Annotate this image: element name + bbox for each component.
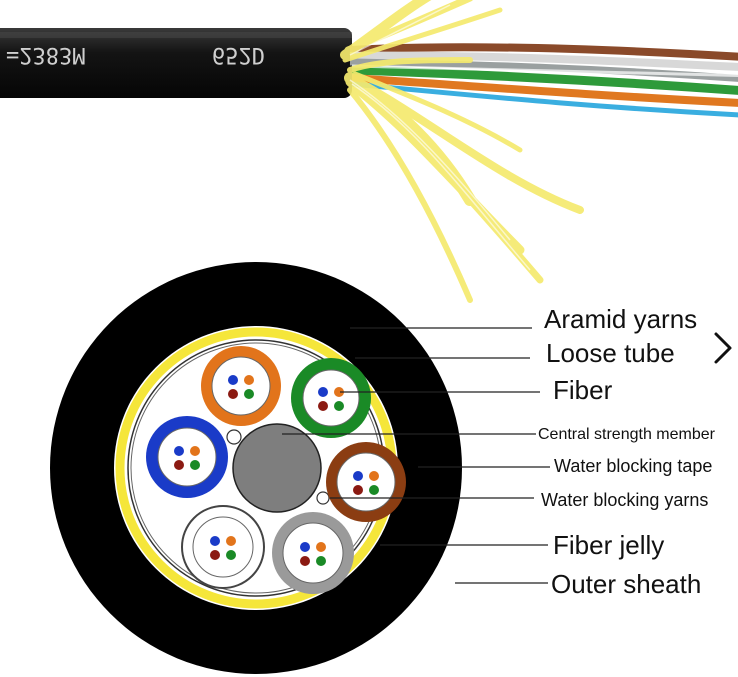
leader-lines — [282, 327, 550, 584]
cable-cross-section — [50, 262, 550, 674]
cable-print-2: 652D — [212, 42, 265, 67]
next-image-button[interactable] — [706, 326, 738, 370]
loose-tube-orange — [201, 346, 281, 426]
loose-tube-brown — [326, 442, 406, 522]
loose-tube-white — [181, 505, 265, 589]
loose-tube-gray — [272, 512, 354, 594]
label-aramid-yarns: Aramid yarns — [544, 304, 698, 334]
loose-tube-blue — [146, 416, 228, 498]
cable-photo: =2383M 652D — [0, 0, 738, 303]
label-fiber-jelly: Fiber jelly — [553, 530, 665, 560]
label-water-blocking-tape: Water blocking tape — [554, 456, 713, 476]
label-central-strength-member: Central strength member — [538, 426, 715, 443]
label-fiber: Fiber — [553, 375, 613, 405]
loose-tube-green — [291, 358, 371, 438]
label-water-blocking-yarns: Water blocking yarns — [541, 490, 709, 510]
cable-print-1: =2383M — [6, 42, 85, 67]
aramid-strands — [340, 0, 584, 303]
chevron-right-icon — [714, 332, 732, 364]
label-loose-tube: Loose tube — [546, 338, 675, 368]
label-outer-sheath: Outer sheath — [551, 569, 702, 599]
fibers — [174, 375, 379, 566]
colored-fibers — [349, 43, 738, 118]
central-strength-member — [232, 423, 322, 513]
cable-jacket — [0, 28, 352, 98]
